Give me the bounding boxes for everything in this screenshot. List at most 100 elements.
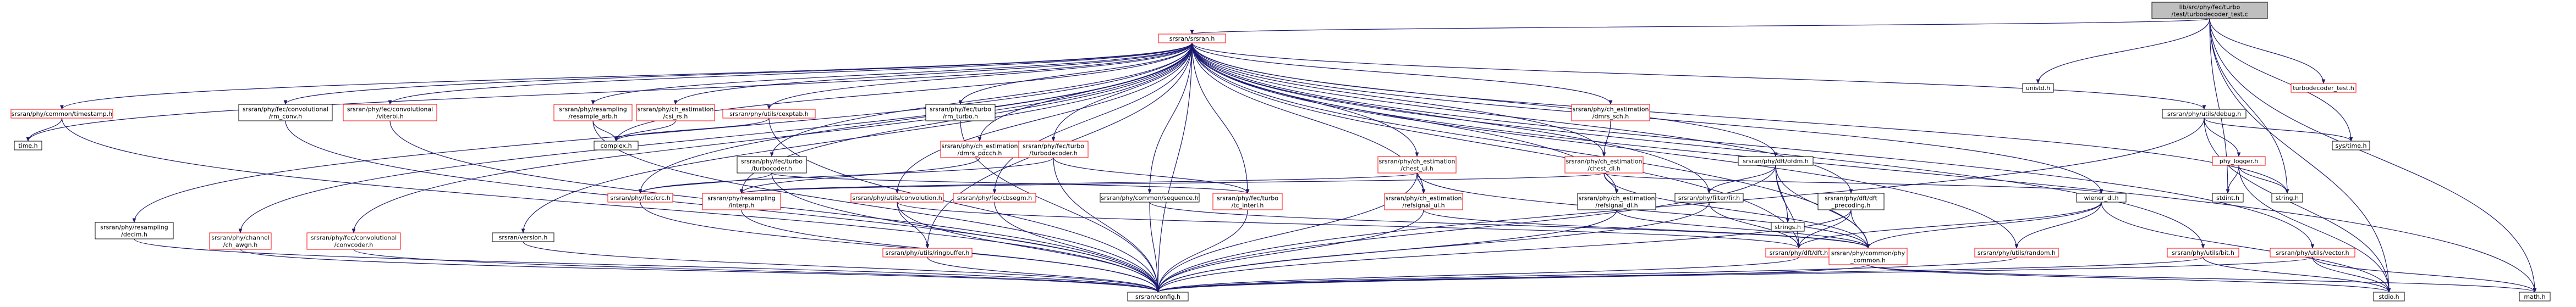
node-refsigdl[interactable]: srsran/phy/ch_estimation/refsignal_dl.h <box>1577 193 1656 210</box>
node-firfir[interactable]: srsran/phy/filter/fir.h <box>1674 193 1744 203</box>
edge-ofdm-to-strings <box>1775 165 1790 223</box>
node-root[interactable]: lib/src/phy/fec/turbo/test/turbodecoder_… <box>2151 2 2268 19</box>
node-phycommon[interactable]: srsran/phy/common/phy_common.h <box>1828 248 1908 265</box>
node-tdecoder[interactable]: srsran/phy/fec/turbo/turbodecoder.h <box>1018 141 1089 158</box>
node-convcoder[interactable]: srsran/phy/fec/convolutional/convcoder.h <box>306 232 401 250</box>
node-phylogger[interactable]: phy_logger.h <box>2212 156 2266 166</box>
node-dftprec[interactable]: srsran/phy/dft/dft_precoding.h <box>1817 193 1885 210</box>
edge-pssch-to-interp <box>739 157 980 194</box>
node-ringbuffer[interactable]: srsran/phy/utils/ringbuffer.h <box>882 248 973 258</box>
node-box <box>10 109 113 119</box>
edge-cexptab-to-config <box>768 118 1160 293</box>
node-label: /dmrs_sch.h <box>1592 113 1629 120</box>
node-timestamp[interactable]: srsran/phy/common/timestamp.h <box>10 109 113 119</box>
node-decim[interactable]: srsran/phy/resampling/decim.h <box>95 222 174 239</box>
edge-srsran-to-vector <box>1191 42 2315 249</box>
edge-firfir-to-dft <box>1709 202 1801 249</box>
edge-convolution-to-config <box>897 202 1160 293</box>
edge-srsran-to-dft <box>1191 42 1801 249</box>
edge-srsran-to-sequence <box>1147 42 1193 194</box>
edge-srsran-to-math <box>1191 42 2537 293</box>
node-cbsegm[interactable]: srsran/phy/fec/cbsegm.h <box>953 193 1036 203</box>
node-tcinter[interactable]: srsran/phy/fec/turbo/tc_interl.h <box>1212 193 1283 210</box>
node-box <box>1564 156 1644 174</box>
node-version[interactable]: srsran/version.h <box>492 232 554 242</box>
node-resample[interactable]: srsran/phy/resampling/resample_arb.h <box>553 104 633 121</box>
node-box <box>1571 104 1650 121</box>
edge-debug-to-systime <box>2204 118 2353 142</box>
node-label: /viterbi.h <box>376 113 403 120</box>
edge-root-to-string <box>2209 18 2289 194</box>
node-box <box>636 104 715 121</box>
node-config[interactable]: srsran/config.h <box>1127 292 1189 302</box>
node-label: srsran/phy/fec/convolutional <box>243 106 328 113</box>
node-systime[interactable]: sys/time.h <box>2332 141 2370 150</box>
node-random[interactable]: srsran/phy/utils/random.h <box>1974 248 2059 258</box>
node-viterbi[interactable]: srsran/phy/fec/convolutional/viterbi.h <box>343 104 437 121</box>
node-bit[interactable]: srsran/phy/utils/bit.h <box>2167 248 2239 258</box>
node-math[interactable]: math.h <box>2519 292 2551 302</box>
node-dft[interactable]: srsran/phy/dft/dft.h <box>1765 248 1832 258</box>
edge-chestdl-to-interp <box>740 172 1605 194</box>
node-label: srsran/phy/utils/debug.h <box>2167 110 2241 118</box>
node-stdio[interactable]: stdio.h <box>2373 292 2405 302</box>
node-interp[interactable]: srsran/phy/resampling/interp.h <box>702 193 781 210</box>
node-chpagn[interactable]: srsran/phy/channel/ch_awgn.h <box>209 232 272 250</box>
node-box <box>492 232 554 242</box>
edge-srsran-to-debug <box>1191 42 2206 110</box>
node-tdtest[interactable]: turbodecoder_test.h <box>2291 83 2357 93</box>
node-label: srsran/phy/common/phy <box>1831 250 1905 257</box>
node-label: /chest_ul.h <box>1400 165 1433 172</box>
node-refsigul[interactable]: srsran/phy/ch_estimation/refsignal_ul.h <box>1384 193 1463 210</box>
node-time[interactable]: time.h <box>14 141 42 150</box>
node-box <box>2332 141 2370 150</box>
node-label: srsran/phy/fec/convolutional <box>347 106 433 113</box>
node-wiener[interactable]: wiener_dl.h <box>2076 193 2127 203</box>
edge-wiener-to-random <box>2014 202 2102 249</box>
node-srsran[interactable]: srsran/srsran.h <box>1158 34 1226 43</box>
edge-wiener-to-stdio <box>2101 202 2391 293</box>
edge-vector-to-config <box>1156 256 2313 293</box>
node-string[interactable]: string.h <box>2271 193 2303 203</box>
edge-root-to-math <box>2209 18 2537 293</box>
node-lsrs[interactable]: srsran/phy/ch_estimation/csi_rs.h <box>636 104 715 121</box>
node-debug[interactable]: srsran/phy/utils/debug.h <box>2162 109 2247 119</box>
edge-debug-to-phylogger <box>2204 118 2241 157</box>
node-label: stdint.h <box>2216 194 2239 202</box>
node-convolution[interactable]: srsran/phy/utils/convolution.h <box>850 193 944 203</box>
node-cexptab[interactable]: srsran/phy/utils/cexptab.h <box>722 109 816 119</box>
node-chestul[interactable]: srsran/phy/ch_estimation/chest_ul.h <box>1377 156 1457 174</box>
node-complex[interactable]: complex.h <box>594 141 639 150</box>
node-label: complex.h <box>600 142 631 149</box>
node-label: _common.h <box>1850 257 1886 264</box>
node-box <box>607 193 673 203</box>
node-vector[interactable]: srsran/phy/utils/vector.h <box>2270 248 2355 258</box>
node-label: sys/time.h <box>2336 142 2367 149</box>
edge-srsran-to-string <box>1191 42 2289 194</box>
node-tcoder[interactable]: srsran/phy/fec/turbo/turbocoder.h <box>737 156 807 174</box>
edge-srsran-to-resample <box>591 42 1193 105</box>
node-box <box>2076 193 2127 203</box>
node-crc[interactable]: srsran/phy/fec/crc.h <box>607 193 673 203</box>
node-pssch[interactable]: srsran/phy/ch_estimation/dmrs_pdcch.h <box>940 141 1019 158</box>
node-box <box>953 193 1036 203</box>
node-rmturbo[interactable]: srsran/phy/fec/turbo/rm_turbo.h <box>925 104 996 121</box>
node-box <box>925 104 996 121</box>
node-rmconv[interactable]: srsran/phy/fec/convolutional/rm_conv.h <box>238 104 333 121</box>
node-label: srsran/phy/dft/ofdm.h <box>1743 158 1809 165</box>
edge-root-to-tdtest <box>2209 18 2326 84</box>
node-label: /interp.h <box>729 202 755 209</box>
edge-srsran-to-version <box>521 42 1193 233</box>
edge-phycommon-to-math <box>1868 264 2536 293</box>
node-sequence[interactable]: srsran/phy/common/sequence.h <box>1100 193 1200 203</box>
edge-chpagn-to-config <box>240 249 1160 293</box>
node-ofdm[interactable]: srsran/phy/dft/ofdm.h <box>1738 156 1814 166</box>
node-label: lib/src/phy/fec/turbo <box>2179 4 2240 11</box>
node-unistd[interactable]: unistd.h <box>2022 83 2054 93</box>
node-stdint[interactable]: stdint.h <box>2212 193 2244 203</box>
node-strings[interactable]: strings.h <box>1771 222 1805 232</box>
node-chestdl[interactable]: srsran/phy/ch_estimation/chest_dl.h <box>1564 156 1644 174</box>
node-dmrssch[interactable]: srsran/phy/ch_estimation/dmrs_sch.h <box>1571 104 1650 121</box>
node-label: srsran/phy/fec/cbsegm.h <box>957 194 1032 202</box>
